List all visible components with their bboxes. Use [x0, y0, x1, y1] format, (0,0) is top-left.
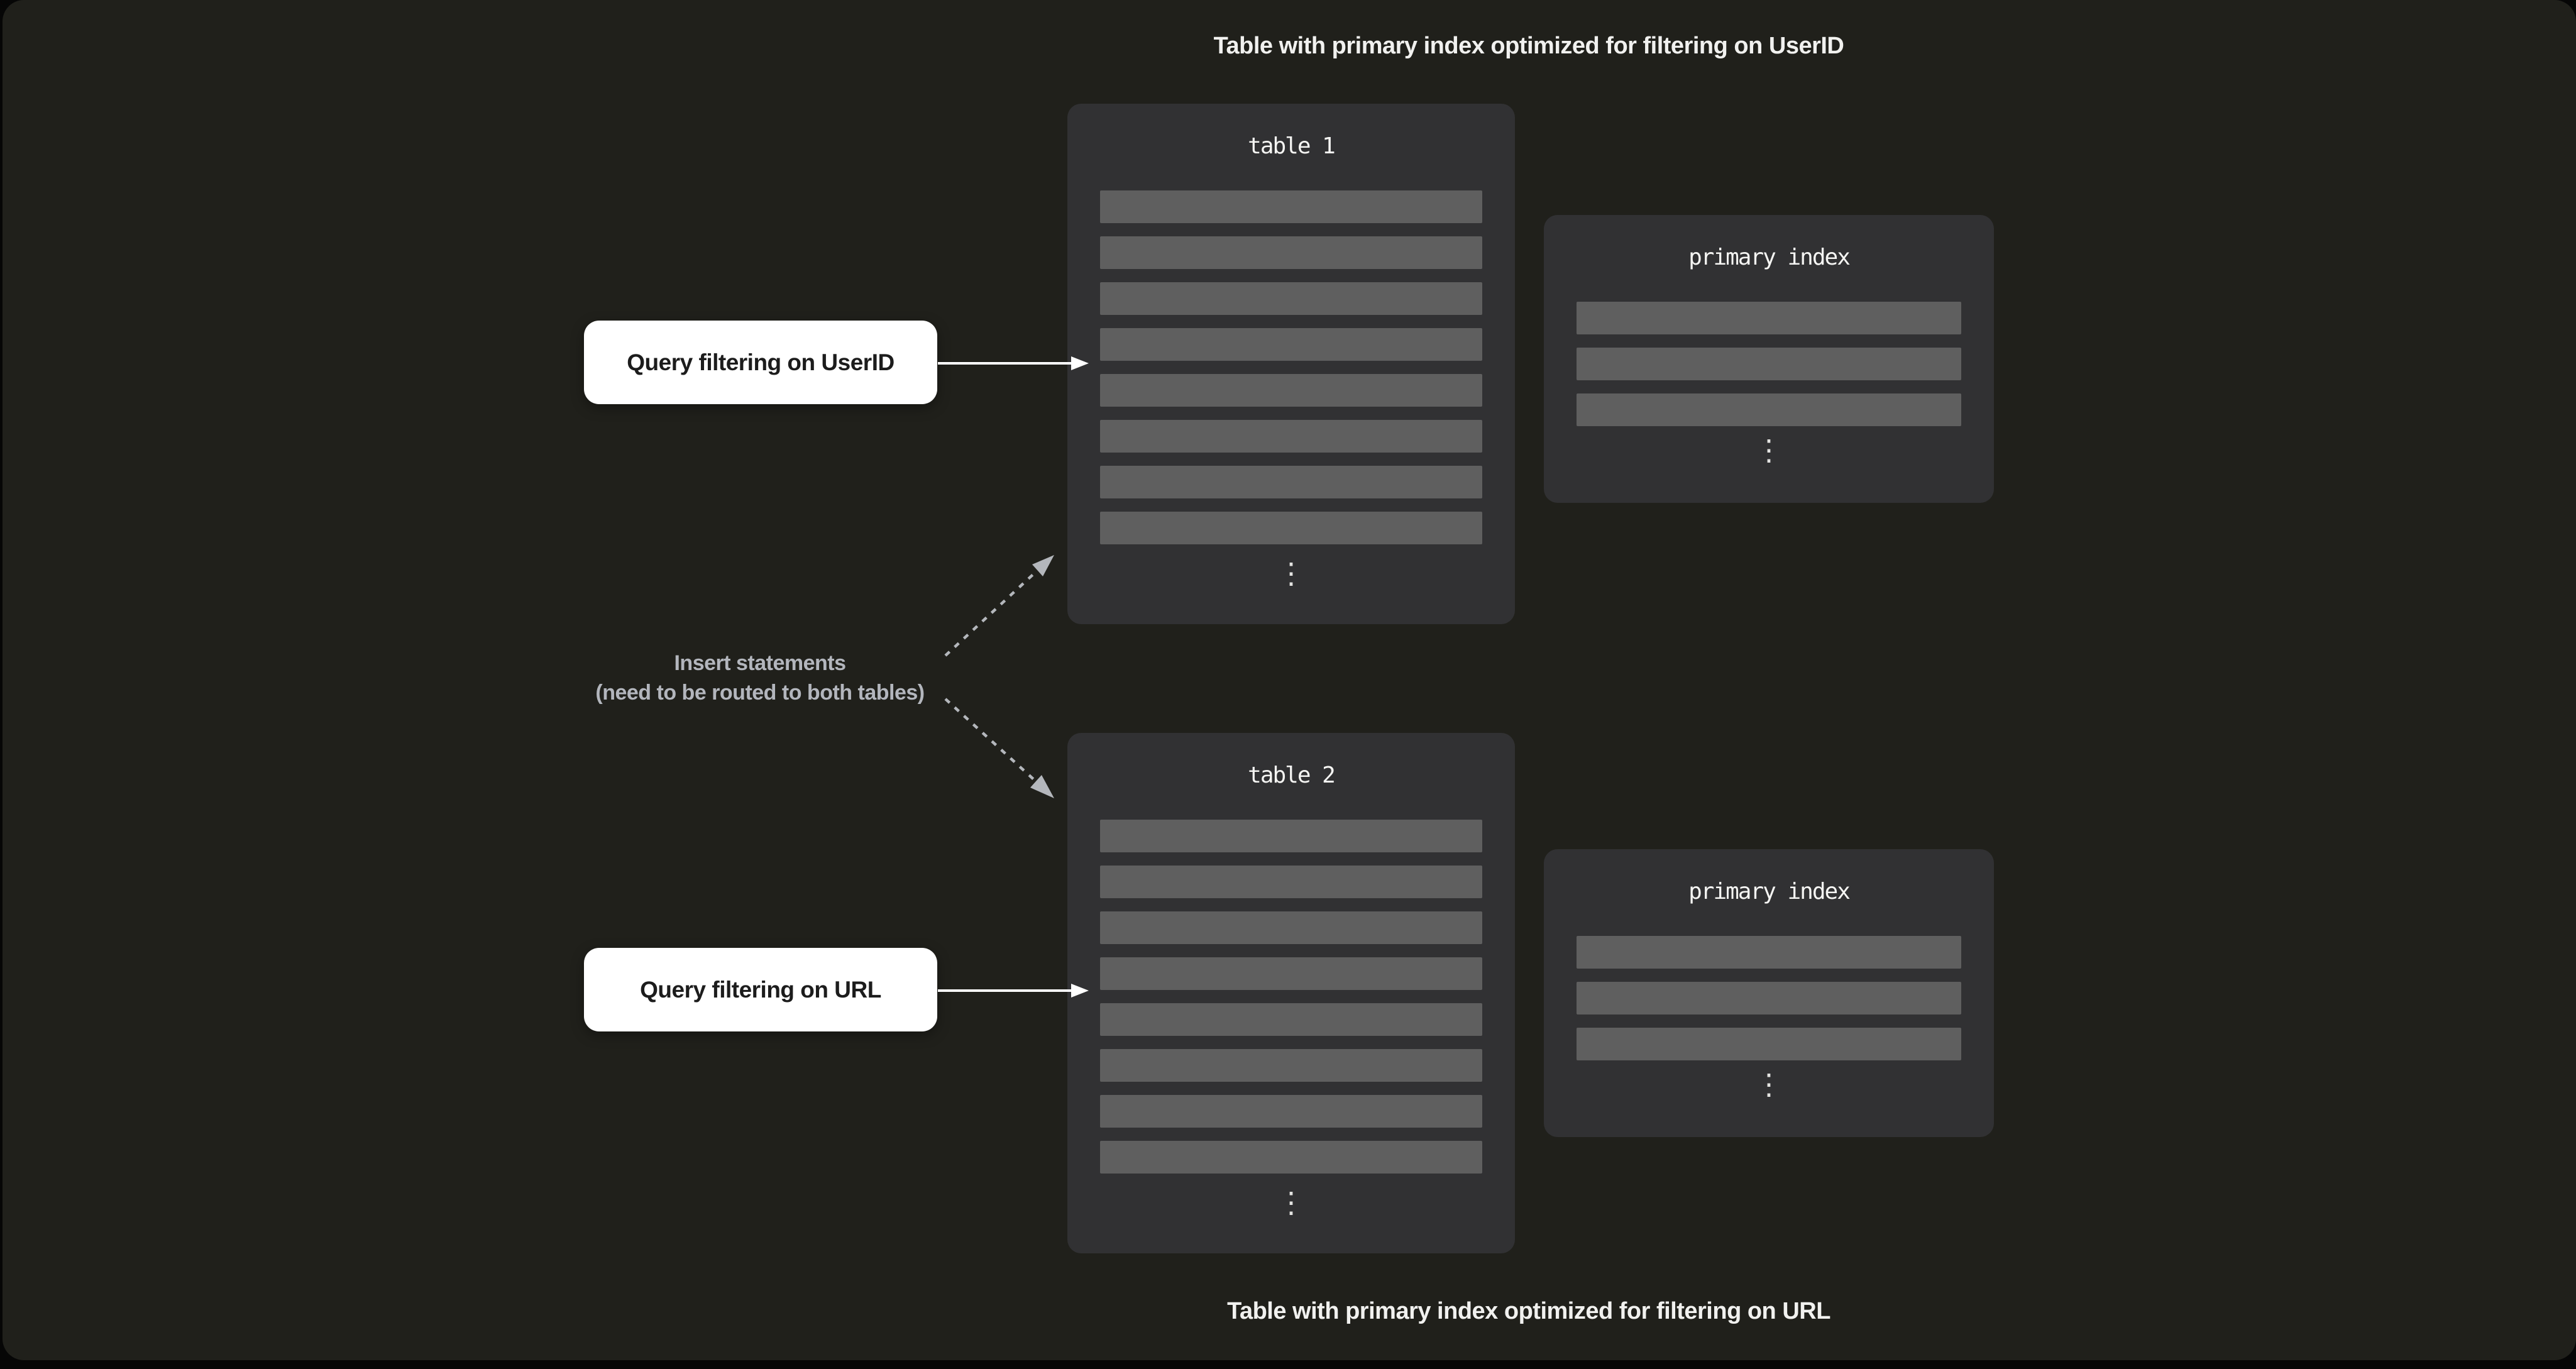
primary-index1-label: primary index: [1688, 245, 1851, 270]
query-url-callout: Query filtering on URL: [584, 948, 937, 1031]
table-row: [1577, 393, 1961, 426]
table-row: [1100, 190, 1482, 223]
diagram-canvas: Table with primary index optimized for f…: [3, 0, 2576, 1360]
table1-card: table 1 ⋮: [1067, 104, 1515, 624]
table-row: [1100, 420, 1482, 453]
table-row: [1577, 348, 1961, 380]
insert-arrow-to-table2: [944, 698, 1054, 798]
query-url-callout-label: Query filtering on URL: [640, 976, 881, 1003]
table-row: [1577, 302, 1961, 334]
primary-index1-rows: [1577, 302, 1961, 426]
insert-note: Insert statements (need to be routed to …: [595, 649, 925, 708]
table1-rows: [1100, 190, 1482, 544]
table-row: [1100, 1095, 1482, 1128]
table1-ellipsis: ⋮: [1277, 556, 1306, 590]
table-row: [1577, 1028, 1961, 1060]
table1-label: table 1: [1248, 133, 1336, 159]
primary-index2-ellipsis: ⋮: [1754, 1067, 1783, 1101]
table-row: [1100, 1049, 1482, 1082]
table-row: [1100, 466, 1482, 498]
primary-index2-card: primary index ⋮: [1544, 849, 1994, 1137]
table-row: [1100, 866, 1482, 898]
table-row: [1100, 374, 1482, 407]
primary-index2-label: primary index: [1688, 879, 1851, 904]
table-row: [1577, 936, 1961, 969]
table2-ellipsis: ⋮: [1277, 1185, 1306, 1219]
insert-note-line1: Insert statements: [674, 651, 846, 675]
table-row: [1100, 282, 1482, 315]
top-caption: Table with primary index optimized for f…: [1213, 33, 1844, 59]
table-row: [1100, 820, 1482, 852]
table-row: [1100, 512, 1482, 544]
query-userid-arrow: [938, 356, 1089, 370]
table-row: [1100, 1003, 1482, 1036]
primary-index1-ellipsis: ⋮: [1754, 433, 1783, 467]
table-row: [1100, 236, 1482, 269]
insert-note-line2: (need to be routed to both tables): [595, 681, 925, 705]
table-row: [1100, 957, 1482, 990]
table2-label: table 2: [1248, 762, 1336, 788]
bottom-caption: Table with primary index optimized for f…: [1227, 1298, 1830, 1324]
query-url-arrow: [938, 984, 1089, 998]
table-row: [1100, 1141, 1482, 1174]
primary-index1-card: primary index ⋮: [1544, 215, 1994, 503]
query-userid-callout: Query filtering on UserID: [584, 321, 937, 404]
insert-arrow-to-table1: [944, 555, 1054, 657]
table-row: [1100, 911, 1482, 944]
table2-rows: [1100, 820, 1482, 1174]
primary-index2-rows: [1577, 936, 1961, 1060]
table-row: [1100, 328, 1482, 361]
query-userid-callout-label: Query filtering on UserID: [627, 349, 894, 375]
table-row: [1577, 982, 1961, 1014]
table2-card: table 2 ⋮: [1067, 733, 1515, 1253]
